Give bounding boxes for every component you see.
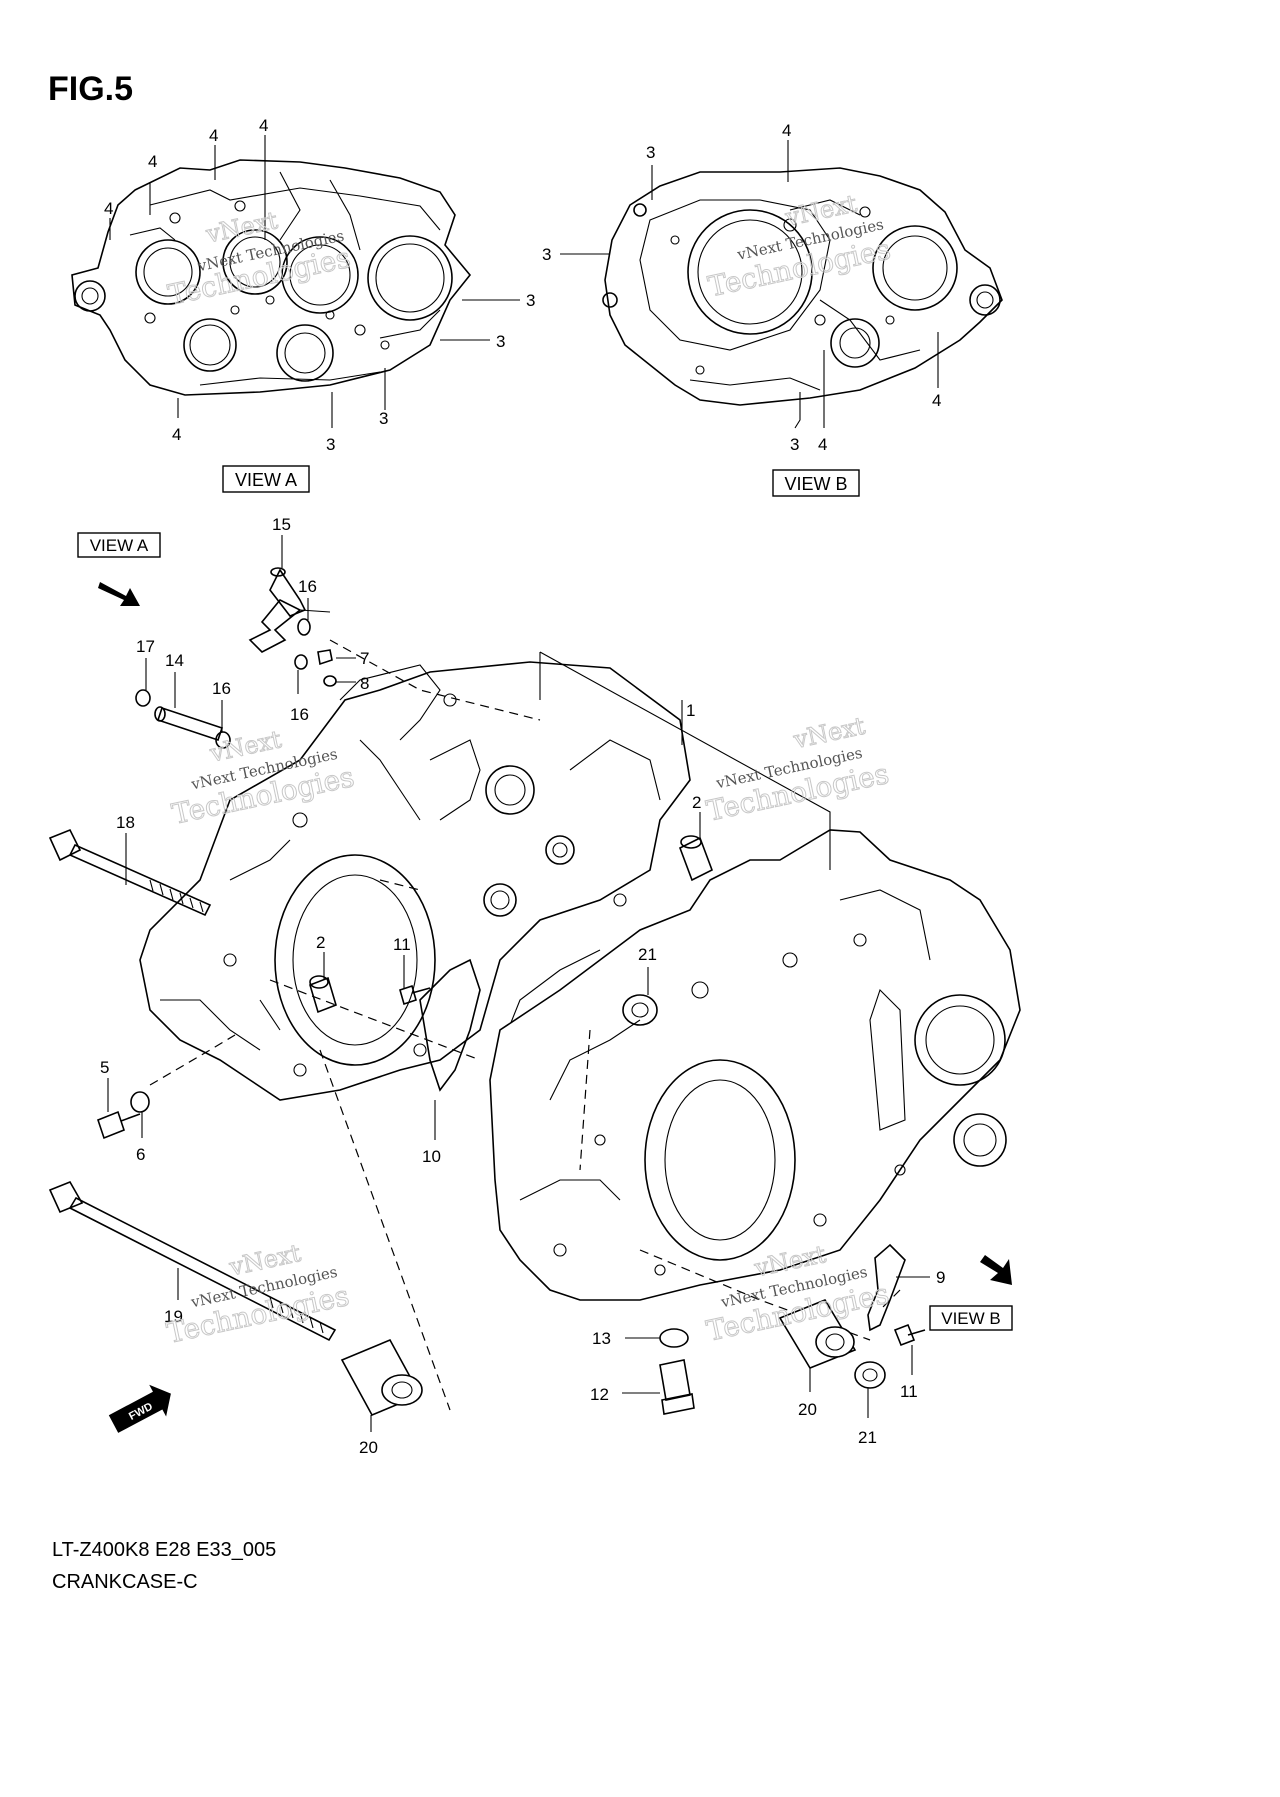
view-a-callout-4-top-right: 4 bbox=[259, 116, 268, 135]
callout-21-upper: 21 bbox=[638, 945, 657, 964]
view-a-pointer-box bbox=[77, 532, 161, 558]
diagram-code: LT-Z400K8 E28 E33_005 bbox=[52, 1539, 276, 1561]
callout-10: 10 bbox=[422, 1147, 441, 1166]
callout-16-upper: 16 bbox=[298, 577, 317, 596]
callout-17: 17 bbox=[136, 637, 155, 656]
view-a-pointer-label: VIEW A bbox=[90, 536, 149, 555]
left-crankcase-half bbox=[139, 661, 691, 1101]
o-ring-part-16-left bbox=[215, 731, 231, 749]
dowel-part-2-upper bbox=[678, 836, 714, 882]
o-ring-part-16-upper bbox=[297, 618, 311, 636]
bolt-part-11-lower bbox=[893, 1323, 926, 1347]
view-b-callout-4-bottom: 4 bbox=[818, 435, 827, 454]
right-crankcase-half bbox=[489, 829, 1021, 1301]
view-b-label-box bbox=[772, 469, 860, 497]
view-a-arrow-icon bbox=[98, 582, 140, 606]
drain-bolt-part-12 bbox=[659, 1359, 695, 1415]
watermark-top-left: vNext vNext Technologies Technologies bbox=[165, 206, 354, 313]
callout-11-center: 11 bbox=[393, 935, 411, 954]
callout-15: 15 bbox=[272, 515, 291, 534]
view-a-callout-3-right-lower: 3 bbox=[496, 332, 505, 351]
fitting-part-7 bbox=[317, 649, 333, 666]
callout-18: 18 bbox=[116, 813, 135, 832]
callout-19: 19 bbox=[164, 1307, 183, 1326]
dowel-part-2-left bbox=[309, 976, 337, 1014]
callout-7: 7 bbox=[360, 649, 369, 668]
callout-5: 5 bbox=[100, 1058, 109, 1077]
view-a-callout-3-bottom: 3 bbox=[326, 435, 335, 454]
washer-part-13 bbox=[659, 1328, 689, 1348]
view-a-label-box bbox=[222, 465, 310, 493]
callout-12: 12 bbox=[590, 1385, 609, 1404]
view-a-label: VIEW A bbox=[235, 470, 297, 490]
view-b-label: VIEW B bbox=[784, 474, 847, 494]
washer-part-6 bbox=[130, 1091, 150, 1113]
callout-14: 14 bbox=[165, 651, 184, 670]
view-a-callout-4-top: 4 bbox=[209, 126, 218, 145]
callout-20-right: 20 bbox=[798, 1400, 817, 1419]
view-b-callout-3-left: 3 bbox=[542, 245, 551, 264]
pin-part-14 bbox=[156, 706, 224, 742]
forward-arrow-icon: FWD bbox=[108, 1384, 171, 1433]
callout-11-lower: 11 bbox=[900, 1382, 918, 1401]
bolt-part-18 bbox=[48, 828, 212, 917]
view-b-pointer-box bbox=[929, 1305, 1013, 1331]
callout-1: 1 bbox=[686, 701, 695, 720]
view-a-crankcase-drawing bbox=[71, 159, 472, 396]
bracket-part-9 bbox=[867, 1243, 906, 1332]
view-a-callout-4-upper-left: 4 bbox=[148, 152, 157, 171]
view-b-arrow-icon bbox=[980, 1255, 1012, 1285]
gasket-part-10 bbox=[419, 958, 481, 1092]
view-b-crankcase-drawing bbox=[602, 167, 1003, 406]
bolt-part-11-center bbox=[399, 984, 431, 1006]
callout-8: 8 bbox=[360, 674, 369, 693]
part-1-leader bbox=[539, 651, 831, 870]
callout-13: 13 bbox=[592, 1329, 611, 1348]
view-a-callout-3-bottom-right: 3 bbox=[379, 409, 388, 428]
diagram-name: CRANKCASE-C bbox=[52, 1571, 198, 1593]
nut-part-21-lower bbox=[854, 1361, 886, 1389]
callout-16-left: 16 bbox=[212, 679, 231, 698]
view-b-callout-3-bottom: 3 bbox=[790, 435, 799, 454]
callout-16-lower: 16 bbox=[290, 705, 309, 724]
nut-part-21-upper bbox=[622, 994, 658, 1026]
view-a-callout-4-left: 4 bbox=[104, 199, 113, 218]
watermark-top-right: vNext vNext Technologies Technologies bbox=[705, 189, 894, 304]
callout-20-left: 20 bbox=[359, 1438, 378, 1457]
callout-2-upper: 2 bbox=[692, 793, 701, 812]
bolt-part-19 bbox=[48, 1180, 337, 1342]
callout-2-left: 2 bbox=[316, 933, 325, 952]
view-b-callout-4-right: 4 bbox=[932, 391, 941, 410]
figure-title: FIG.5 bbox=[48, 70, 133, 108]
o-ring-part-16-lower bbox=[294, 654, 308, 670]
view-a-callout-4-bottom: 4 bbox=[172, 425, 181, 444]
screw-part-5 bbox=[97, 1110, 141, 1140]
watermark-middle-right: vNext vNext Technologies Technologies bbox=[703, 711, 892, 828]
callout-21-lower: 21 bbox=[858, 1428, 877, 1447]
callout-6: 6 bbox=[136, 1145, 145, 1164]
view-b-pointer-label: VIEW B bbox=[941, 1309, 1001, 1328]
washer-part-8 bbox=[323, 675, 337, 687]
view-b-callout-3-top: 3 bbox=[646, 143, 655, 162]
o-ring-part-17 bbox=[135, 689, 151, 707]
callout-9: 9 bbox=[936, 1268, 945, 1287]
view-b-callout-4-top: 4 bbox=[782, 121, 791, 140]
view-a-callout-3-right: 3 bbox=[526, 291, 535, 310]
